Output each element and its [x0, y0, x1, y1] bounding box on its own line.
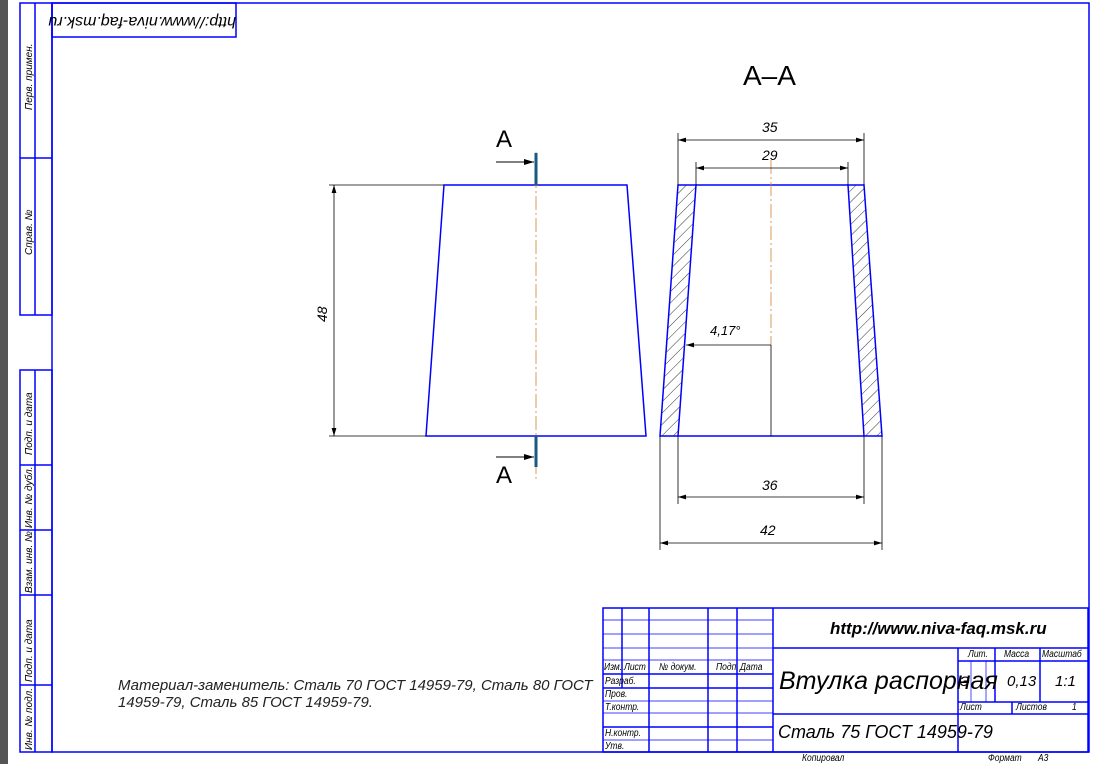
scale-value: 1:1 — [1055, 673, 1076, 690]
dim-bottom-outer: 42 — [760, 522, 776, 538]
dim-height: 48 — [314, 306, 330, 322]
format-label: Формат — [988, 753, 1022, 764]
section-view — [659, 133, 883, 550]
side-label: Инв. № дубл. — [24, 466, 35, 529]
dim-angle: 4,17° — [710, 323, 741, 338]
header-doc: № докум. — [659, 662, 697, 673]
role-checker: Пров. — [605, 689, 628, 700]
sheet-label: Лист — [960, 702, 982, 713]
sheets-label: Листов — [1016, 702, 1047, 713]
section-label: А–А — [743, 60, 796, 91]
part-name: Втулка распорная — [779, 667, 998, 695]
header-sign: Подп. — [716, 662, 739, 673]
sheets-value: 1 — [1072, 702, 1077, 713]
mass-label: Масса — [1004, 649, 1030, 660]
side-label: Перв. примен. — [24, 43, 35, 110]
header-list: Лист — [624, 662, 646, 673]
dim-top-outer: 35 — [762, 119, 778, 135]
header-date: Дата — [740, 662, 763, 673]
lit-label: Лит. — [968, 649, 988, 660]
dim-bottom-inner: 36 — [762, 477, 778, 493]
cut-letter-top: А — [496, 126, 513, 153]
format-value: А3 — [1038, 753, 1049, 764]
dim-top-inner: 29 — [762, 147, 778, 163]
left-edge — [0, 0, 8, 764]
side-label: Подп. и дата — [24, 392, 35, 455]
side-label: Взам. инв. № — [24, 531, 35, 593]
role-approved: Утв. — [605, 741, 625, 752]
side-label: Инв. № подл. — [24, 687, 35, 750]
scale-label: Масштаб — [1042, 649, 1082, 660]
role-tech-control: Т.контр. — [605, 702, 640, 713]
mass-value: 0,13 — [1007, 673, 1037, 690]
role-developer: Разраб. — [605, 676, 636, 687]
role-norm-control: Н.контр. — [605, 728, 641, 739]
title-url: http://www.niva-faq.msk.ru — [830, 619, 1047, 638]
material: Сталь 75 ГОСТ 14959-79 — [778, 722, 993, 742]
note-line-1: Материал-заменитель: Сталь 70 ГОСТ 14959… — [118, 677, 593, 694]
title-block-thin-lines — [603, 619, 987, 741]
stamp-top-url: http://www.niva-faq.msk.ru — [48, 13, 236, 30]
header-izm: Изм. — [604, 662, 623, 673]
side-label: Подп. и дата — [24, 619, 35, 682]
side-view — [329, 152, 647, 480]
copied-label: Копировал — [802, 753, 845, 764]
frame — [19, 2, 1090, 753]
lit-value: Э — [960, 673, 970, 689]
side-label: Справ. № — [24, 209, 35, 255]
cut-letter-bottom: А — [496, 462, 513, 489]
note-line-2: 14959-79, Сталь 85 ГОСТ 14959-79. — [118, 694, 373, 711]
